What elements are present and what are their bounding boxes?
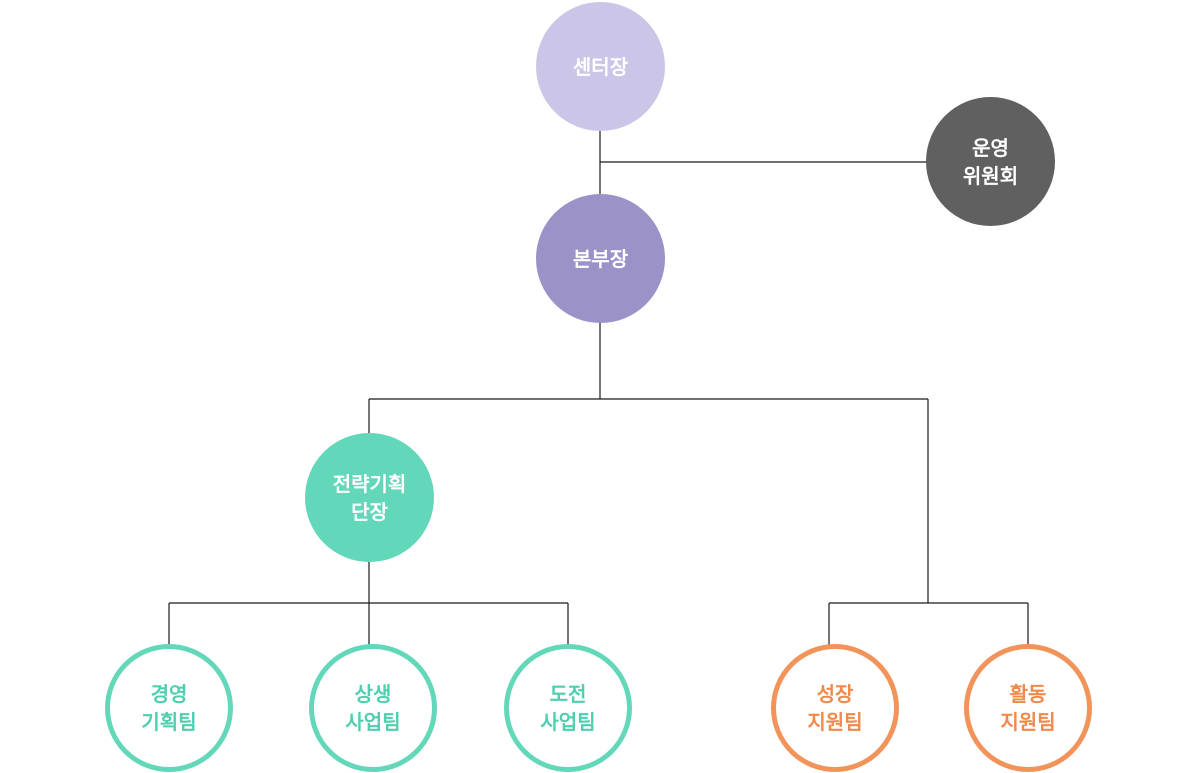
management-planning-team-line1: 경영	[150, 682, 188, 706]
management-planning-team-line2: 기획팀	[141, 710, 197, 734]
growth-support-team-line1: 성장	[816, 682, 854, 706]
committee-label-line2: 위원회	[962, 163, 1019, 188]
division-head-label: 본부장	[572, 246, 629, 271]
center-head-node[interactable]: 센터장	[536, 2, 665, 131]
activity-support-team-line2: 지원팀	[1000, 710, 1056, 734]
challenge-business-team-node[interactable]: 도전 사업팀	[504, 644, 632, 772]
strategy-head-label-line1: 전략기획	[332, 471, 407, 496]
strategy-head-label-line2: 단장	[351, 499, 388, 524]
activity-support-team-line1: 활동	[1009, 682, 1047, 706]
challenge-business-team-line1: 도전	[549, 682, 587, 706]
growth-support-team-node[interactable]: 성장 지원팀	[771, 644, 899, 772]
challenge-business-team-line2: 사업팀	[540, 710, 596, 734]
strategy-head-node[interactable]: 전략기획 단장	[305, 433, 434, 562]
committee-node[interactable]: 운영 위원회	[926, 97, 1055, 226]
growth-support-team-line2: 지원팀	[807, 710, 863, 734]
committee-label-line1: 운영	[972, 135, 1009, 160]
management-planning-team-node[interactable]: 경영 기획팀	[105, 644, 233, 772]
activity-support-team-node[interactable]: 활동 지원팀	[964, 644, 1092, 772]
center-head-label: 센터장	[572, 54, 629, 79]
coexistence-business-team-line2: 사업팀	[345, 710, 401, 734]
coexistence-business-team-node[interactable]: 상생 사업팀	[309, 644, 437, 772]
division-head-node[interactable]: 본부장	[536, 194, 665, 323]
coexistence-business-team-line1: 상생	[354, 682, 392, 706]
